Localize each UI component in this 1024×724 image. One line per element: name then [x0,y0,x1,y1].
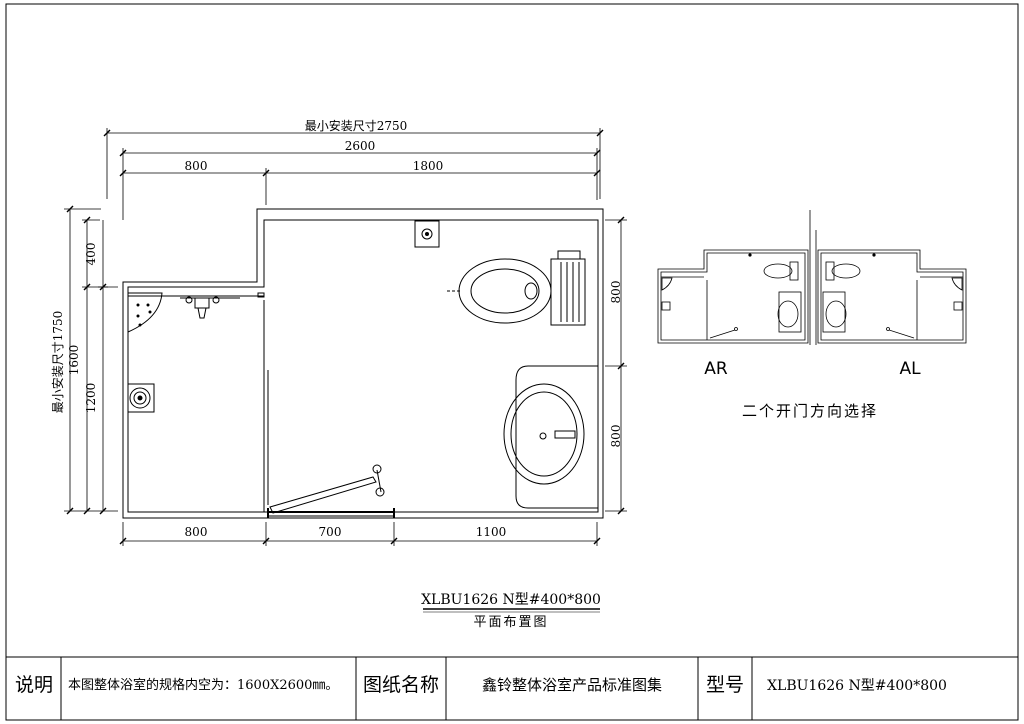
dim-right-upper: 800 [609,281,623,304]
toilet [447,250,586,326]
drawing-model-code: XLBU1626 N型#400*800 [421,592,601,608]
shower-corner-shelf [127,292,163,333]
floor-drain-shower [127,383,155,413]
dim-right-lower: 800 [609,425,623,448]
dim-top-left: 800 [185,159,208,173]
dim-min-install-height: 最小安装尺寸1750 [50,311,65,414]
title-note-label: 说明 [15,674,53,696]
dim-bottom-right: 1100 [476,525,507,539]
wash-basin [503,383,585,485]
variant-ar-plan [657,249,809,344]
floor-drain-top [414,220,440,248]
dim-top-right: 1800 [413,159,444,173]
variant-al-label: AL [899,359,921,379]
dim-bottom-door: 700 [319,525,342,539]
dimension-ticks [66,129,625,545]
title-block [6,656,1018,720]
dim-height-1600: 1600 [67,345,81,376]
dim-height-1200: 1200 [84,383,98,414]
dim-height-400: 400 [84,243,98,266]
title-note-text: 本图整体浴室的规格内空为：1600X2600㎜。 [68,677,338,693]
variant-ar-label: AR [704,359,728,379]
dimension-lines [64,128,627,546]
main-floor-plan [122,208,604,519]
dim-total-width: 2600 [345,139,376,153]
dim-min-install-width: 最小安装尺寸2750 [305,118,408,133]
title-model-value: XLBU1626 N型#400*800 [767,678,947,694]
sheet-border [5,3,1019,721]
variant-al-plan [817,249,967,344]
drawing-title: 平面布置图 [473,615,548,630]
dim-bottom-left: 800 [185,525,208,539]
door-swing [267,464,395,518]
variants-caption: 二个开门方向选择 [742,402,878,420]
shower-faucet [180,292,265,319]
title-drawing-name-label: 图纸名称 [363,674,439,696]
title-drawing-name-value: 鑫铃整体浴室产品标准图集 [482,676,662,694]
title-model-label: 型号 [706,674,744,696]
